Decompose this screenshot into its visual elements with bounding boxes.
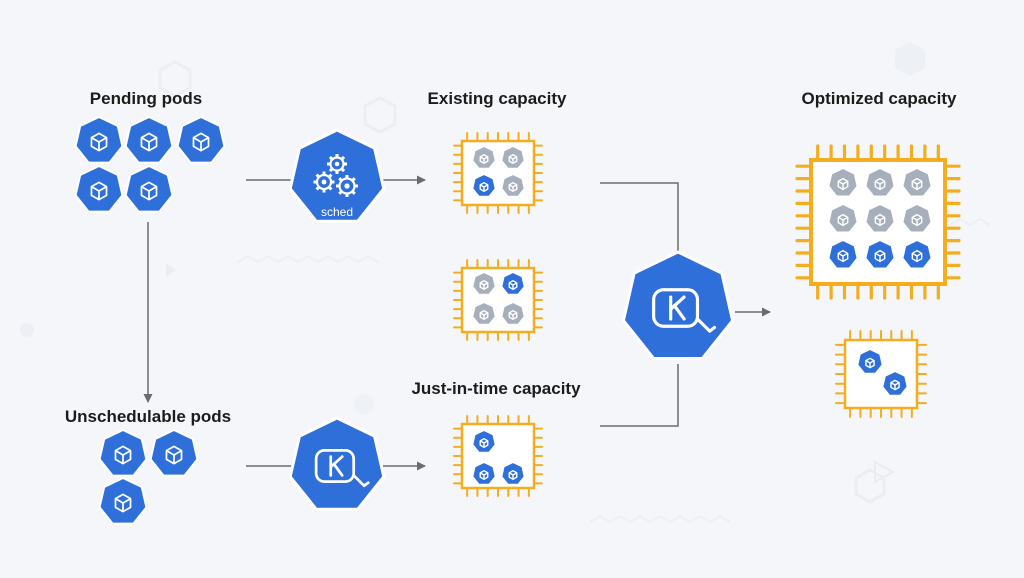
karpenter-icon-consolidate bbox=[621, 250, 735, 360]
label-just-in-time-capacity: Just-in-time capacity bbox=[411, 379, 581, 398]
node-optimized-small bbox=[835, 330, 927, 418]
pod bbox=[901, 167, 933, 198]
connector-arrows bbox=[143, 175, 771, 471]
cube-icon bbox=[837, 177, 849, 191]
pod bbox=[471, 429, 497, 454]
pod bbox=[864, 167, 896, 198]
label-unschedulable-pods: Unschedulable pods bbox=[65, 407, 231, 426]
pending-pods-group bbox=[74, 116, 226, 213]
chip-pins bbox=[453, 132, 543, 214]
node-just-in-time bbox=[453, 415, 543, 497]
cube-icon bbox=[508, 279, 518, 291]
gears-icon bbox=[313, 154, 358, 197]
cube-icon bbox=[479, 309, 489, 321]
cube-icon bbox=[479, 469, 489, 481]
cube-icon bbox=[874, 249, 886, 263]
cube-icon bbox=[90, 132, 108, 152]
cube-icon bbox=[865, 357, 875, 369]
unschedulable-pods-group bbox=[98, 429, 199, 525]
cube-icon bbox=[837, 213, 849, 227]
cube-icon bbox=[192, 132, 210, 152]
pod bbox=[471, 271, 497, 296]
pod bbox=[864, 203, 896, 234]
cube-icon bbox=[890, 379, 900, 391]
cube-icon bbox=[90, 181, 108, 201]
cube-icon bbox=[911, 249, 923, 263]
cube-icon bbox=[508, 153, 518, 165]
sched-label: sched bbox=[321, 205, 353, 219]
pod bbox=[827, 203, 859, 234]
karpenter-icon-jit bbox=[288, 416, 386, 511]
cube-icon bbox=[837, 249, 849, 263]
chip-pins bbox=[835, 330, 927, 418]
pod bbox=[881, 370, 909, 397]
kube-scheduler: sched bbox=[288, 128, 386, 223]
background-decorations bbox=[20, 42, 991, 524]
connector-jit-to-karpenter bbox=[600, 364, 679, 427]
cube-icon bbox=[165, 445, 183, 465]
chip-pins bbox=[453, 415, 543, 497]
cube-icon bbox=[911, 213, 923, 227]
pod bbox=[500, 301, 526, 326]
pod bbox=[74, 165, 124, 213]
cube-icon bbox=[508, 181, 518, 193]
pod bbox=[901, 203, 933, 234]
pod bbox=[471, 173, 497, 198]
chip-pins bbox=[795, 144, 961, 300]
cube-icon bbox=[508, 469, 518, 481]
label-existing-capacity: Existing capacity bbox=[428, 89, 567, 108]
pod bbox=[864, 239, 896, 270]
cube-icon bbox=[911, 177, 923, 191]
pod bbox=[176, 116, 226, 164]
pod bbox=[500, 173, 526, 198]
pod bbox=[124, 165, 174, 213]
pod bbox=[74, 116, 124, 164]
cube-icon bbox=[874, 213, 886, 227]
node-optimized-large bbox=[795, 144, 961, 300]
pod bbox=[827, 167, 859, 198]
cube-icon bbox=[114, 445, 132, 465]
cube-icon bbox=[479, 279, 489, 291]
cube-icon bbox=[140, 181, 158, 201]
pod bbox=[98, 429, 148, 477]
pod bbox=[856, 348, 884, 375]
cube-icon bbox=[508, 309, 518, 321]
node-existing-2 bbox=[453, 259, 543, 341]
chip-pins bbox=[453, 259, 543, 341]
karpenter-k-icon bbox=[314, 448, 370, 488]
label-pending-pods: Pending pods bbox=[90, 89, 202, 108]
pod bbox=[149, 429, 199, 477]
karpenter-k-icon bbox=[652, 288, 717, 333]
pod bbox=[124, 116, 174, 164]
pod bbox=[471, 301, 497, 326]
pod bbox=[500, 145, 526, 170]
pod bbox=[500, 461, 526, 486]
cube-icon bbox=[479, 153, 489, 165]
cube-icon bbox=[874, 177, 886, 191]
cube-icon bbox=[140, 132, 158, 152]
pod bbox=[471, 461, 497, 486]
node-chip bbox=[843, 338, 919, 410]
cube-icon bbox=[114, 493, 132, 513]
cube-icon bbox=[479, 437, 489, 449]
cube-icon bbox=[479, 181, 489, 193]
connector-existing-to-karpenter bbox=[600, 182, 679, 252]
label-optimized-capacity: Optimized capacity bbox=[802, 89, 957, 108]
node-existing-1 bbox=[453, 132, 543, 214]
pod bbox=[827, 239, 859, 270]
pod bbox=[500, 271, 526, 296]
pod bbox=[471, 145, 497, 170]
pod bbox=[901, 239, 933, 270]
pod bbox=[98, 477, 148, 525]
